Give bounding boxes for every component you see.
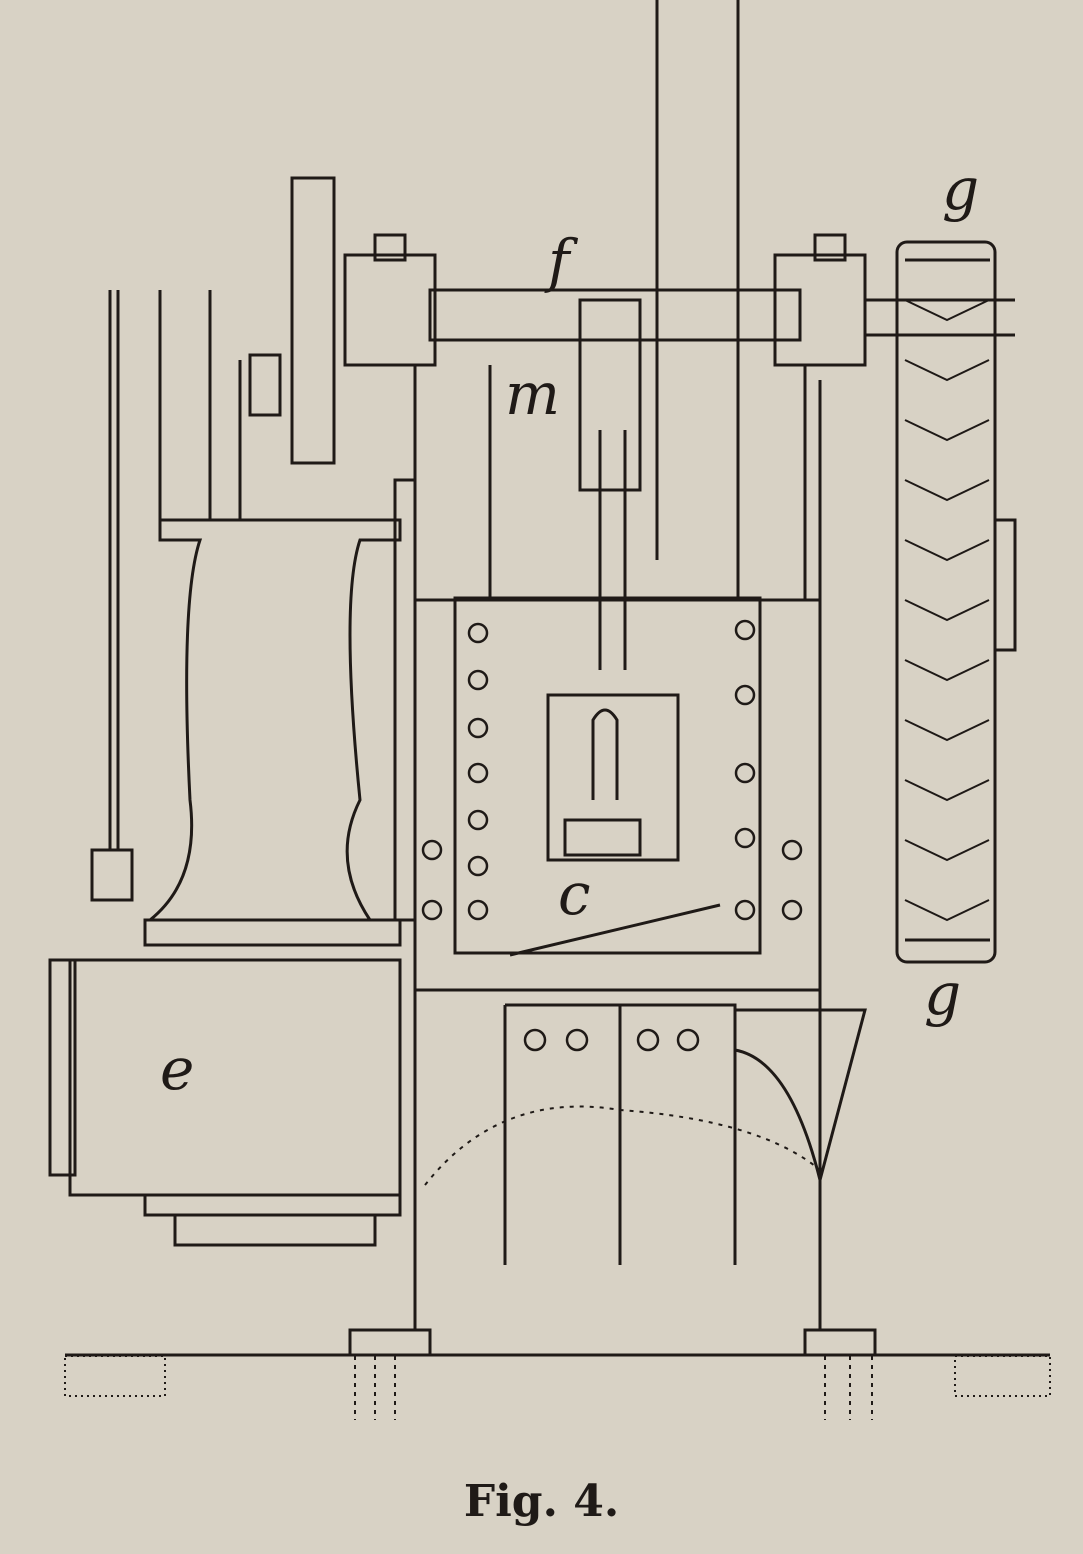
label-c: c [558,860,591,928]
bolts [423,621,801,1050]
label-g-bottom: g [924,960,962,1028]
label-m: m [505,360,560,428]
label-e: e [160,1035,195,1103]
main-shaft [345,235,1015,365]
flywheel [292,178,334,463]
foundation [65,1330,1050,1420]
slide-block [455,430,760,955]
press-machine-drawing [0,0,1083,1460]
figure-caption: Fig. 4. [463,1476,620,1527]
gear-wheel [897,242,1015,962]
label-g-top: g [942,155,980,223]
label-f: f [548,227,570,295]
cylinder-housing [50,290,415,1245]
lower-base [425,1005,865,1265]
central-column [657,0,738,600]
